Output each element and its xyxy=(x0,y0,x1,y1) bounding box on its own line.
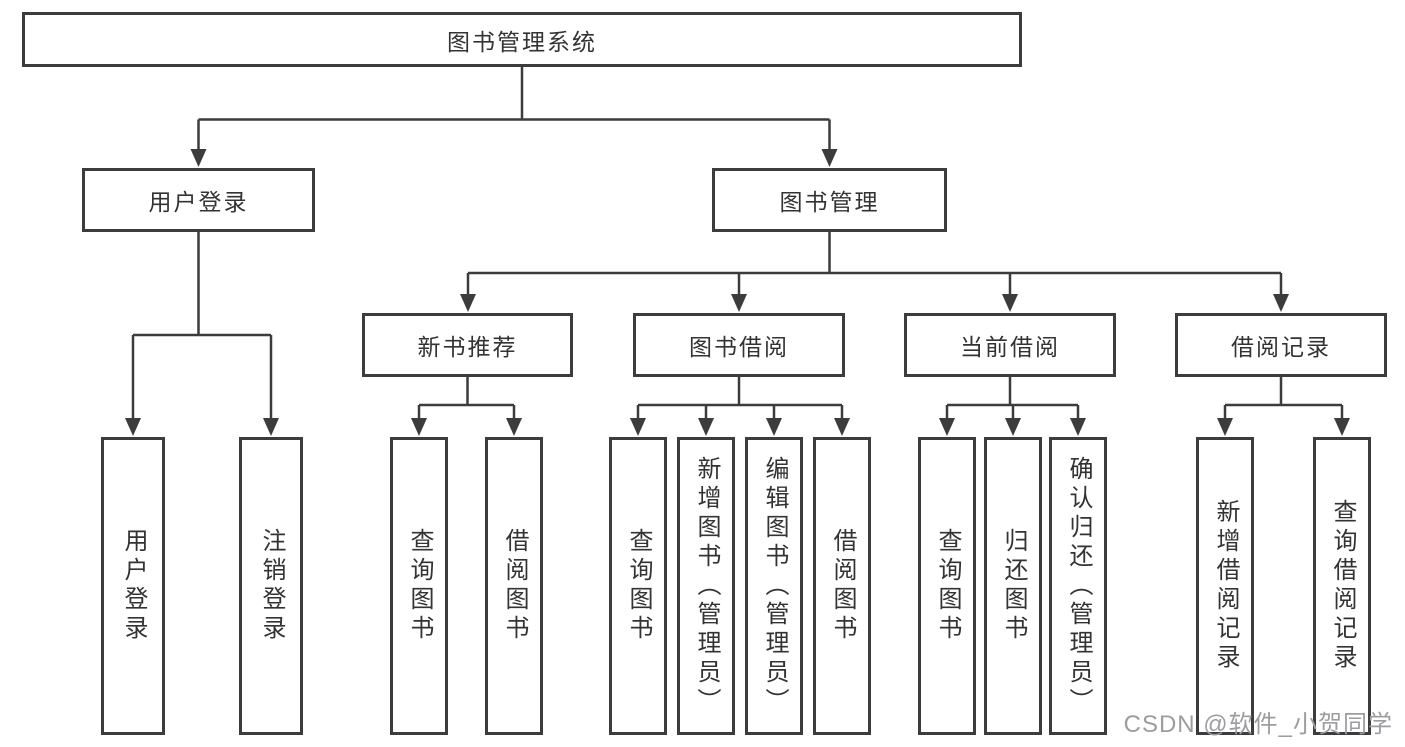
leaf-borrowing-borrow-books-label: 借阅图书 xyxy=(829,528,856,644)
leaf-records-add-record: 新增借阅记录 xyxy=(1196,437,1254,735)
leaf-newbooks-query-books: 查询图书 xyxy=(390,437,448,735)
node-book-management-label: 图书管理 xyxy=(779,189,880,215)
leaf-current-query-books-label: 查询图书 xyxy=(934,528,961,644)
node-borrowing-records-label: 借阅记录 xyxy=(1231,334,1331,360)
leaf-current-return-books: 归还图书 xyxy=(984,437,1042,735)
node-root-label: 图书管理系统 xyxy=(447,28,597,55)
leaf-borrowing-borrow-books: 借阅图书 xyxy=(813,437,871,735)
leaf-borrowing-add-book-admin: 新增图书（管理员） xyxy=(677,437,735,735)
leaf-newbooks-query-books-label: 查询图书 xyxy=(406,528,433,644)
leaf-borrowing-edit-book-admin: 编辑图书（管理员） xyxy=(745,437,803,735)
leaf-records-add-record-label: 新增借阅记录 xyxy=(1212,499,1239,673)
node-book-management: 图书管理 xyxy=(712,168,947,232)
leaf-records-query-record: 查询借阅记录 xyxy=(1313,437,1371,735)
leaf-borrowing-edit-book-admin-label: 编辑图书（管理员） xyxy=(761,455,788,717)
node-root: 图书管理系统 xyxy=(22,12,1022,67)
leaf-borrowing-query-books: 查询图书 xyxy=(609,437,667,735)
leaf-newbooks-borrow-books: 借阅图书 xyxy=(485,437,543,735)
leaf-borrowing-query-books-label: 查询图书 xyxy=(625,528,652,644)
leaf-current-confirm-return-admin-label: 确认归还（管理员） xyxy=(1065,455,1092,717)
leaf-records-query-record-label: 查询借阅记录 xyxy=(1329,499,1356,673)
node-new-book-recommendation-label: 新书推荐 xyxy=(417,334,518,360)
node-book-borrowing: 图书借阅 xyxy=(633,313,845,377)
node-borrowing-records: 借阅记录 xyxy=(1175,313,1387,377)
watermark: CSDN @软件_小贺同学 xyxy=(1123,711,1393,738)
node-current-borrowing-label: 当前借阅 xyxy=(960,334,1060,360)
leaf-logout-login-label: 注销登录 xyxy=(258,528,285,644)
node-current-borrowing: 当前借阅 xyxy=(904,313,1116,377)
arrowheads xyxy=(125,149,1350,436)
node-new-book-recommendation: 新书推荐 xyxy=(362,313,573,377)
leaf-borrowing-add-book-admin-label: 新增图书（管理员） xyxy=(693,455,720,717)
leaf-current-return-books-label: 归还图书 xyxy=(1000,528,1027,644)
leaf-user-login-label: 用户登录 xyxy=(120,528,147,644)
leaf-current-query-books: 查询图书 xyxy=(918,437,976,735)
leaf-logout-login: 注销登录 xyxy=(239,437,303,735)
leaf-newbooks-borrow-books-label: 借阅图书 xyxy=(501,528,528,644)
node-user-login-label: 用户登录 xyxy=(148,189,249,215)
node-user-login: 用户登录 xyxy=(82,168,315,232)
node-book-borrowing-label: 图书借阅 xyxy=(689,334,789,360)
leaf-current-confirm-return-admin: 确认归还（管理员） xyxy=(1049,437,1107,735)
leaf-user-login: 用户登录 xyxy=(101,437,165,735)
